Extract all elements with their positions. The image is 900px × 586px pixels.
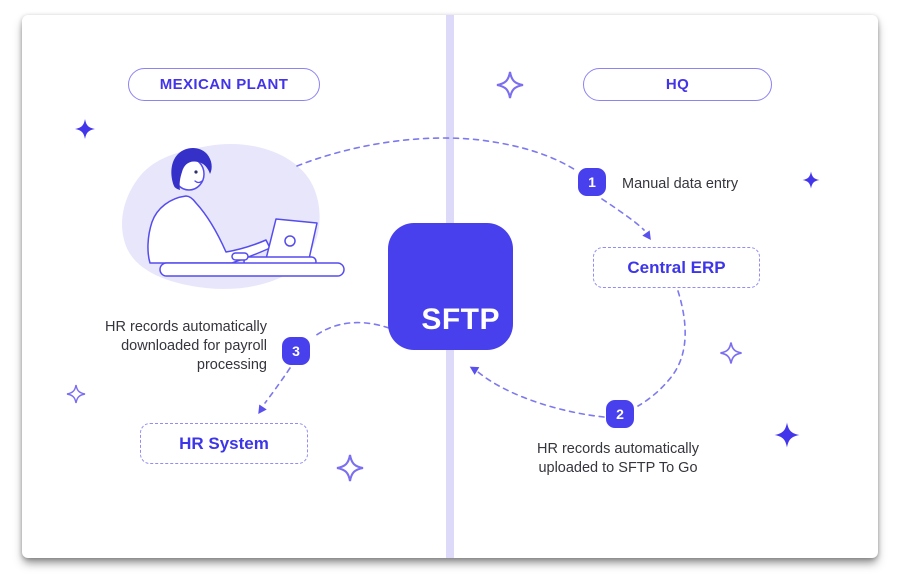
node-central-erp-label: Central ERP bbox=[627, 257, 726, 277]
step-badge-3-number: 3 bbox=[292, 343, 300, 359]
sftp-hub: SFTP bbox=[388, 223, 513, 350]
node-hr-system-label: HR System bbox=[179, 433, 269, 453]
step-3-label: HR records automatically downloaded for … bbox=[95, 318, 267, 375]
step-badge-2: 2 bbox=[606, 400, 634, 428]
step-2-label-line1: HR records automatically bbox=[537, 441, 699, 457]
step-3-label-line2: downloaded for payroll bbox=[121, 338, 267, 354]
region-pill-mexican-plant: MEXICAN PLANT bbox=[128, 68, 320, 101]
step-2-label-line2: uploaded to SFTP To Go bbox=[538, 460, 698, 476]
step-badge-1: 1 bbox=[578, 168, 606, 196]
step-2-label: HR records automatically uploaded to SFT… bbox=[523, 440, 713, 478]
step-3-label-line1: HR records automatically bbox=[105, 319, 267, 335]
step-badge-1-number: 1 bbox=[588, 174, 596, 190]
region-pill-mexican-plant-label: MEXICAN PLANT bbox=[159, 76, 289, 93]
step-3-label-line3: processing bbox=[196, 357, 267, 373]
region-pill-hq: HQ bbox=[583, 68, 772, 101]
step-badge-2-number: 2 bbox=[616, 406, 624, 422]
step-badge-3: 3 bbox=[282, 337, 310, 365]
region-pill-hq-label: HQ bbox=[665, 76, 690, 93]
sftp-hub-label: SFTP bbox=[421, 303, 500, 336]
step-1-label: Manual data entry bbox=[622, 176, 739, 192]
node-central-erp: Central ERP bbox=[593, 247, 760, 288]
node-hr-system: HR System bbox=[140, 423, 308, 464]
